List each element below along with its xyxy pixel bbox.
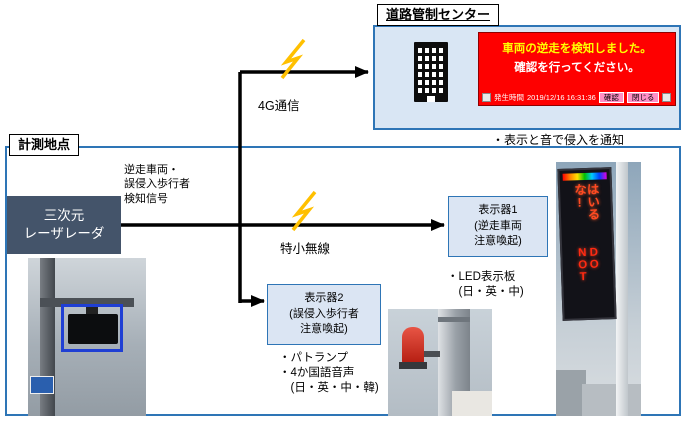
settings-icon xyxy=(662,93,672,102)
lamp-base xyxy=(399,362,427,369)
patrol-lamp xyxy=(402,327,424,363)
background-building xyxy=(582,384,641,416)
pole-band xyxy=(438,317,470,322)
sign-pole xyxy=(616,162,628,416)
lamp-bracket xyxy=(418,351,440,357)
display2-caption: ・パトランプ ・4か国語音声 (日・英・中・韓) xyxy=(279,352,379,394)
display1-caption: ・LED表示板 (日・英・中) xyxy=(447,271,524,298)
road-sign xyxy=(30,376,54,394)
background-building xyxy=(556,370,586,416)
background-building xyxy=(452,391,492,416)
led-text-english: DO NOT xyxy=(576,246,601,284)
led-text-japanese: はいるな! xyxy=(571,182,600,221)
control-center-title: 道路管制センター xyxy=(377,4,500,26)
mounting-arm xyxy=(40,298,134,307)
patrol-lamp-photo xyxy=(388,309,492,416)
sensor-mount xyxy=(86,307,98,315)
alert-message: 車両の逆走を検知しました。 確認を行ってください。 xyxy=(479,33,675,78)
speaker-icon xyxy=(482,93,491,102)
highlight-box xyxy=(61,304,123,352)
lightning-bolt-icon xyxy=(280,38,306,80)
measurement-site-title: 計測地点 xyxy=(9,134,80,156)
lidar-photo xyxy=(28,258,146,416)
display2-box: 表示器2 (誤侵入歩行者 注意喚起) xyxy=(267,284,381,345)
display1-box: 表示器1 (逆走車両 注意喚起) xyxy=(448,196,548,257)
control-center-caption: ・表示と音で侵入を通知 xyxy=(492,133,625,147)
alert-screen: 車両の逆走を検知しました。 確認を行ってください。 発生時間 2019/12/1… xyxy=(478,32,676,106)
led-sign-photo: はいるな! DO NOT xyxy=(556,162,641,416)
detection-signal-label: 逆走車両・ 誤侵入歩行者 検知信号 xyxy=(124,164,190,205)
lidar-sensor-box: 三次元 レーザレーダ xyxy=(7,196,121,254)
rainbow-strip xyxy=(562,172,607,181)
alert-time-label: 発生時間 xyxy=(494,93,524,102)
confirm-button[interactable]: 確認 xyxy=(598,92,624,103)
building-icon xyxy=(399,40,461,104)
close-button[interactable]: 閉じる xyxy=(626,92,660,103)
measurement-site-panel xyxy=(5,146,681,416)
alert-timestamp: 2019/12/16 16:31:36 xyxy=(527,93,596,102)
link-radio-label: 特小無線 xyxy=(280,242,331,256)
alert-message-line1: 車両の逆走を検知しました。 xyxy=(502,43,652,55)
alert-status-bar: 発生時間 2019/12/16 16:31:36 確認 閉じる xyxy=(479,90,675,105)
link-4g-label: 4G通信 xyxy=(258,99,300,113)
alert-message-line2: 確認を行ってください。 xyxy=(514,61,640,74)
lidar-device xyxy=(68,314,118,344)
led-panel: はいるな! DO NOT xyxy=(557,167,617,321)
